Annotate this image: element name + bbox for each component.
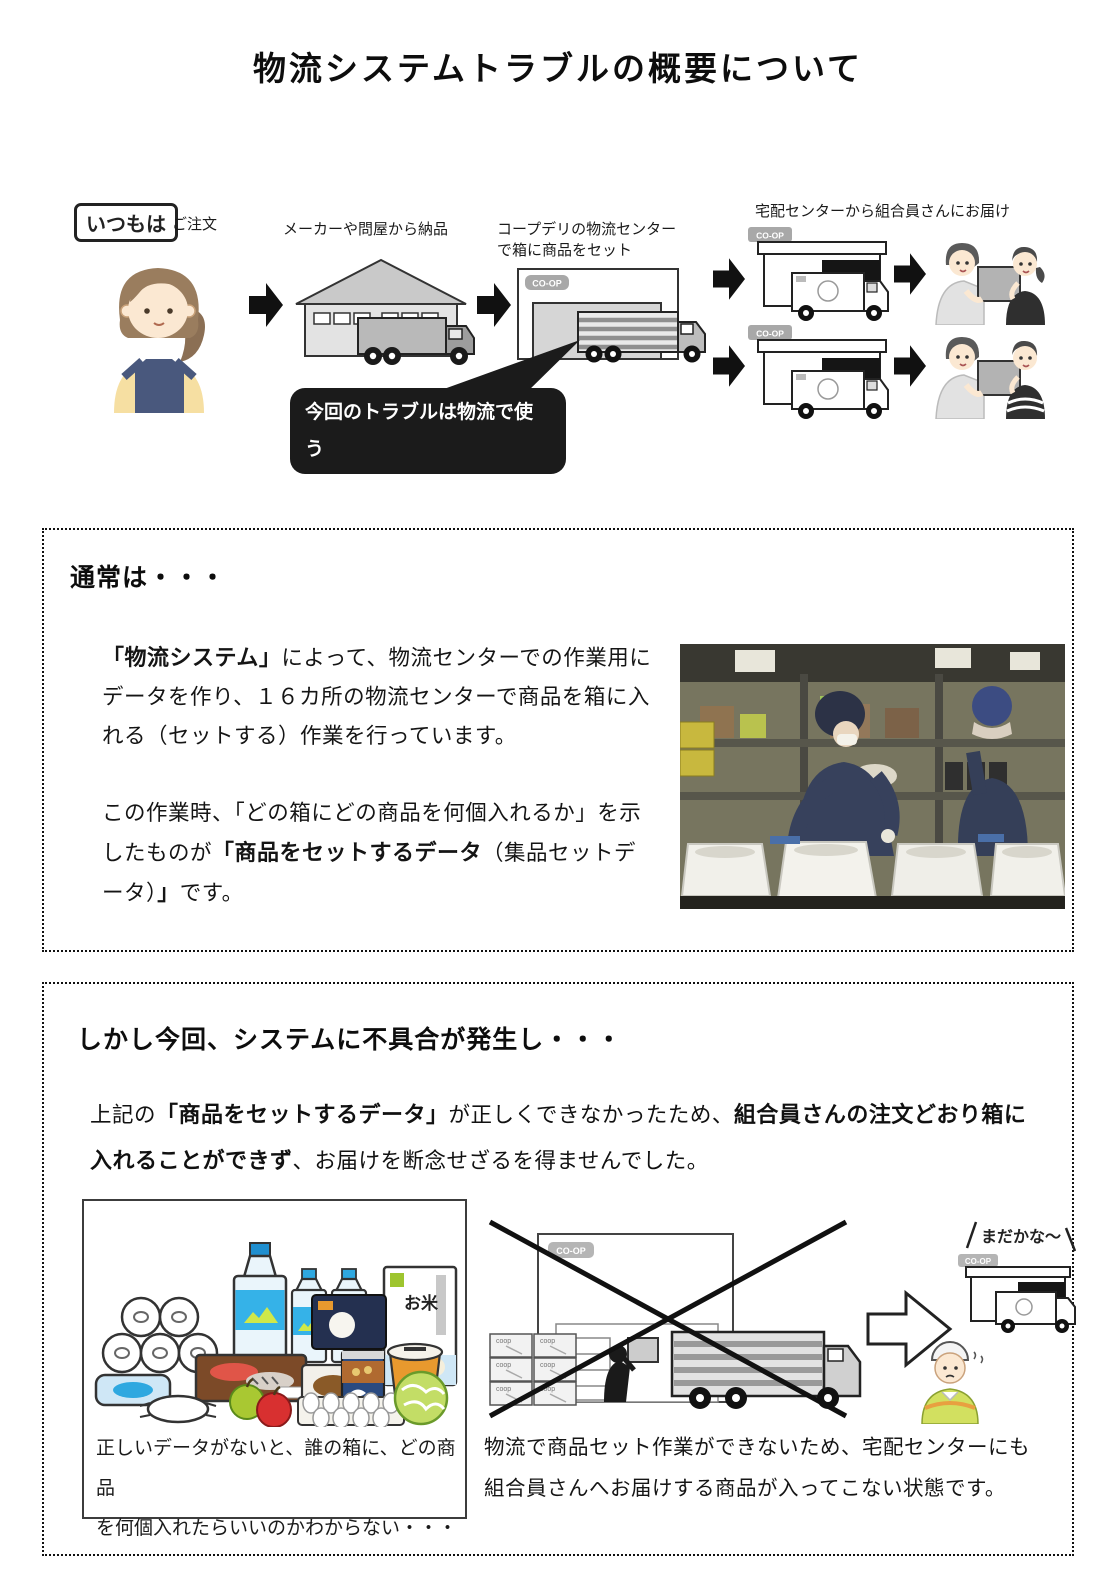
warehouse-workers-photo — [680, 644, 1065, 909]
paragraph-set-data: この作業時、「どの箱にどの商品を何個入れるか」を示したものが「商品をセットするデ… — [102, 801, 642, 905]
section-trouble: しかし今回、システムに不具合が発生し・・・ 上記の「商品をセットするデータ」が正… — [42, 982, 1076, 1556]
flow-arrow-icon — [713, 345, 745, 387]
coop-box-label: coop — [540, 1386, 555, 1393]
maker-warehouse-illustration — [295, 258, 475, 365]
handoff-people-illustration — [935, 243, 1045, 325]
madakana-text: まだかな～ — [981, 1228, 1061, 1246]
flow-diagram: いつもは ご注文 メーカーや問屋から納品 コープデリの物流センター で箱に商品を… — [0, 195, 1116, 497]
handoff-people-illustration — [935, 337, 1045, 419]
woman-ordering-illustration — [114, 268, 205, 413]
speech-bubble-tail — [430, 340, 580, 394]
flow-label-deliver: 宅配センターから組合員さんにお届け — [755, 203, 1011, 220]
coop-badge-label: CO-OP — [532, 279, 562, 289]
coop-box-label: coop — [496, 1362, 511, 1369]
rice-bag-label: お米 — [404, 1293, 439, 1313]
delivery-center-illustration: CO-OP — [748, 227, 889, 321]
coop-badge-label: CO-OP — [756, 329, 784, 339]
coop-box-label: coop — [540, 1362, 555, 1369]
coop-box-label: coop — [540, 1338, 555, 1345]
delivery-center-illustration: CO-OP — [748, 325, 889, 419]
coop-badge-label: CO-OP — [965, 1257, 992, 1266]
flow-label-order: ご注文 — [172, 216, 218, 233]
stopped-logistics-caption: 物流で商品セット作業ができないため、宅配センターにも 組合員さんへお届けする商品… — [484, 1437, 1030, 1500]
groceries-illustration: お米 — [94, 1242, 458, 1427]
section-normal-body: 「物流システム」によって、物流センターでの作業用にデータを作り、１６カ所の物流セ… — [102, 638, 654, 913]
flow-label-maker: メーカーや問屋から納品 — [283, 221, 449, 238]
section-trouble-body: 上記の「商品をセットするデータ」が正しくできなかったため、組合員さんの注文どおり… — [90, 1102, 1027, 1173]
groceries-box: お米 — [82, 1199, 467, 1539]
coop-badge-label: CO-OP — [556, 1246, 586, 1256]
flow-arrow-icon — [894, 345, 926, 387]
flow-arrow-icon — [477, 283, 511, 327]
coop-logistics-center-illustration: CO-OP — [517, 268, 706, 363]
flow-tag-itsumoha: いつもは — [74, 203, 178, 242]
flow-arrow-icon — [713, 258, 745, 300]
flow-arrow-icon — [894, 253, 926, 295]
trouble-cause-bubble: 今回のトラブルは物流で使う データが原因 — [290, 388, 566, 497]
section-normal: 通常は・・・ 「物流システム」によって、物流センターでの作業用にデータを作り、１… — [42, 528, 1074, 952]
outline-arrow-icon — [866, 1289, 953, 1369]
groceries-caption: 正しいデータがないと、誰の箱に、どの商品 を何個入れたらいいのかわからない・・・ — [96, 1438, 458, 1539]
page-title: 物流システムトラブルの概要について — [252, 50, 864, 87]
coop-box-label: coop — [496, 1338, 511, 1345]
section-trouble-heading: しかし今回、システムに不具合が発生し・・・ — [77, 1026, 623, 1054]
stopped-logistics-illustration: CO-OP coop coop coop coop coop coop — [488, 1219, 1076, 1424]
paragraph-logistics-system: 「物流システム」によって、物流センターでの作業用にデータを作り、１６カ所の物流セ… — [102, 645, 652, 748]
coop-box-label: coop — [496, 1386, 511, 1393]
flow-label-center: コープデリの物流センター で箱に商品をセット — [497, 221, 677, 259]
coop-badge-label: CO-OP — [756, 231, 784, 241]
section-normal-heading: 通常は・・・ — [70, 564, 227, 592]
flow-arrow-icon — [249, 283, 283, 327]
